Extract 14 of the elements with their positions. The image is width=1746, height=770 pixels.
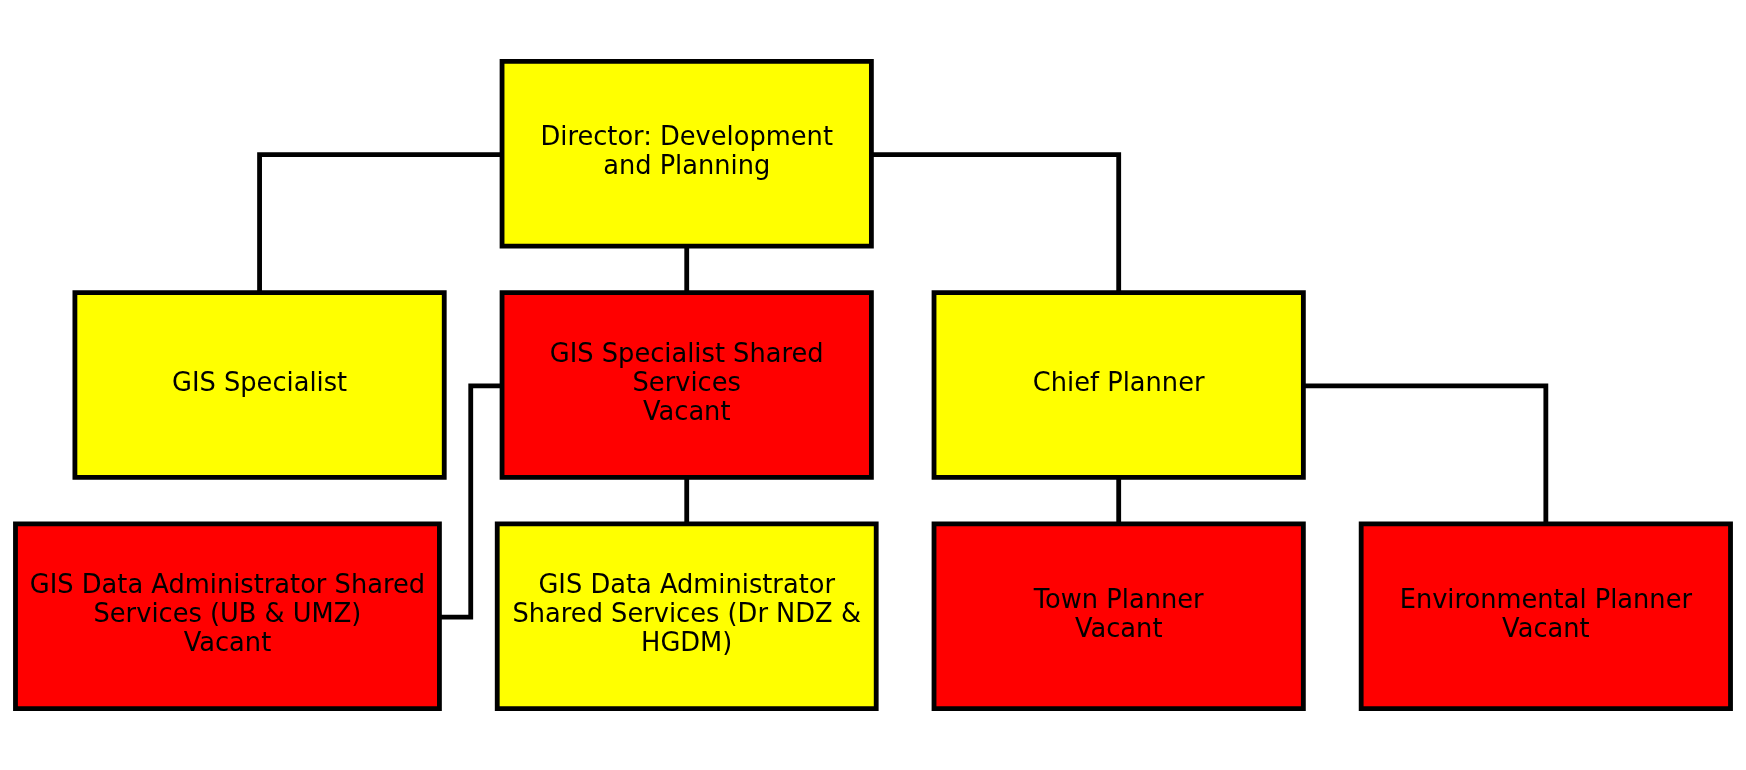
- node-box: Town Planner Vacant: [931, 521, 1306, 711]
- node-box: GIS Specialist Shared Services Vacant: [499, 290, 874, 480]
- connector: [257, 152, 502, 293]
- node-box: Director: Development and Planning: [499, 59, 874, 249]
- node-box: Environmental Planner Vacant: [1358, 521, 1733, 711]
- node-box: Chief Planner: [931, 290, 1306, 480]
- node-box: GIS Data Administrator Shared Services (Dr NDZ & HGDM): [494, 521, 879, 711]
- connector: [684, 246, 690, 293]
- connector: [1116, 477, 1122, 524]
- connector: [1303, 383, 1549, 524]
- connector: [684, 477, 690, 524]
- node-box: GIS Specialist: [72, 290, 447, 480]
- node-box: GIS Data Administrator Shared Services (UB & UMZ) Vacant: [13, 521, 442, 711]
- connector: [871, 152, 1122, 293]
